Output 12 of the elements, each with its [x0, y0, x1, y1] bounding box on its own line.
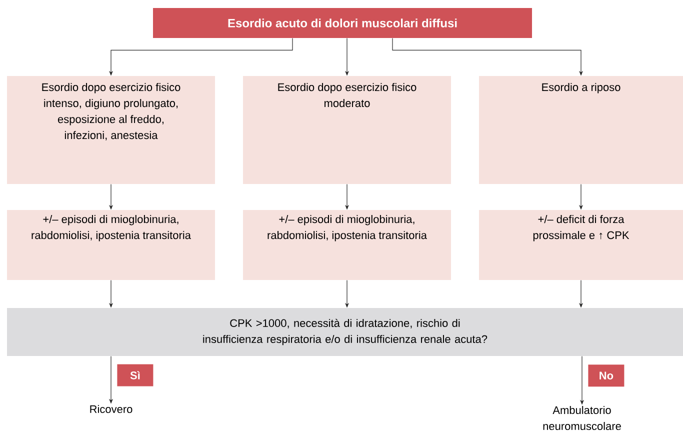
- outcome-text: Ricovero: [90, 404, 132, 414]
- decision-box: CPK >1000, necessità di idratazione, rischio di insufficienza respiratoria e/o di insufficienza renale acuta?: [7, 308, 683, 356]
- process-box: Esordio dopo esercizio fisico intenso, digiuno prolungato, esposizione al freddo, infezioni, anestesia: [7, 76, 215, 184]
- process-box: Esordio a riposo: [479, 76, 683, 184]
- process-box: +/– episodi di mioglobinuria, rabdomiolisi, ipostenia transitoria: [7, 210, 215, 280]
- process-box: Esordio dopo esercizio fisico moderato: [243, 76, 451, 184]
- title-box: Esordio acuto di dolori muscolari diffusi: [153, 8, 532, 38]
- outcome-text: Ambulatorio neuromuscolare: [543, 406, 621, 430]
- process-box: +/– episodi di mioglobinuria, rabdomiolisi, ipostenia transitoria: [243, 210, 451, 280]
- process-box: +/– deficit di forza prossimale e ↑ CPK: [479, 210, 683, 280]
- edge-label: No: [588, 364, 624, 387]
- edge-label: Sì: [117, 364, 154, 386]
